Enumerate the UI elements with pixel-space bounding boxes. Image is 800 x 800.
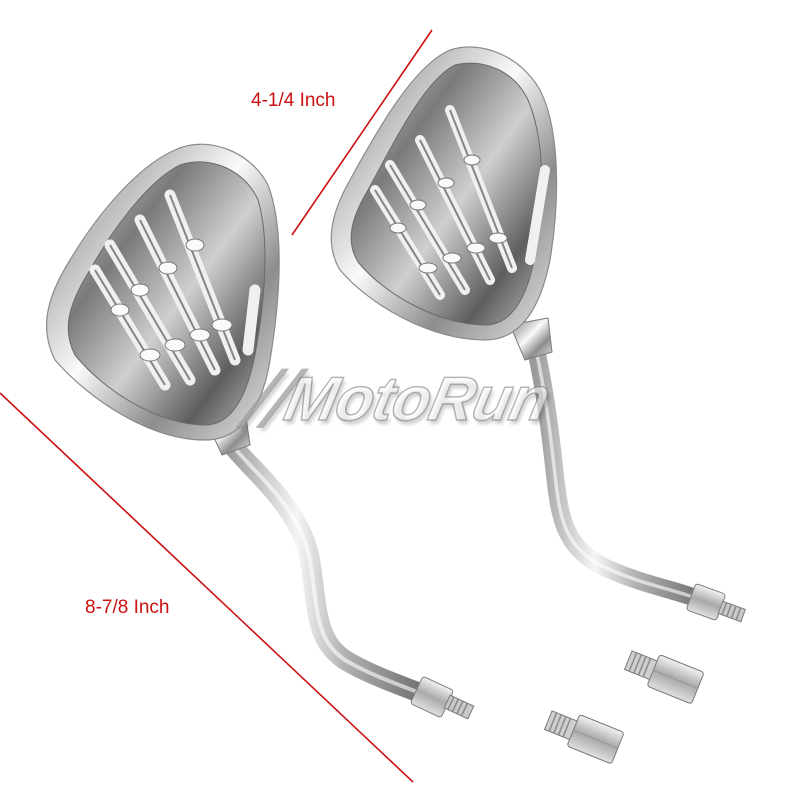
dimension-label-total-length: 8-7/8 Inch — [85, 597, 170, 618]
right-mirror-rod — [526, 336, 714, 611]
right-mirror — [330, 46, 746, 623]
dimension-label-head-width: 4-1/4 Inch — [251, 90, 336, 111]
left-mirror — [45, 143, 475, 720]
brand-watermark: ⧸⧸MotoRun — [238, 364, 556, 435]
left-mirror-nut — [410, 676, 475, 720]
dimension-line-head — [291, 29, 433, 236]
adapter-bolt-2 — [623, 650, 704, 704]
left-mirror-rod — [218, 430, 435, 705]
dimension-line-length — [0, 392, 414, 783]
right-mirror-nut — [686, 583, 746, 623]
adapter-bolt-1 — [543, 710, 624, 764]
